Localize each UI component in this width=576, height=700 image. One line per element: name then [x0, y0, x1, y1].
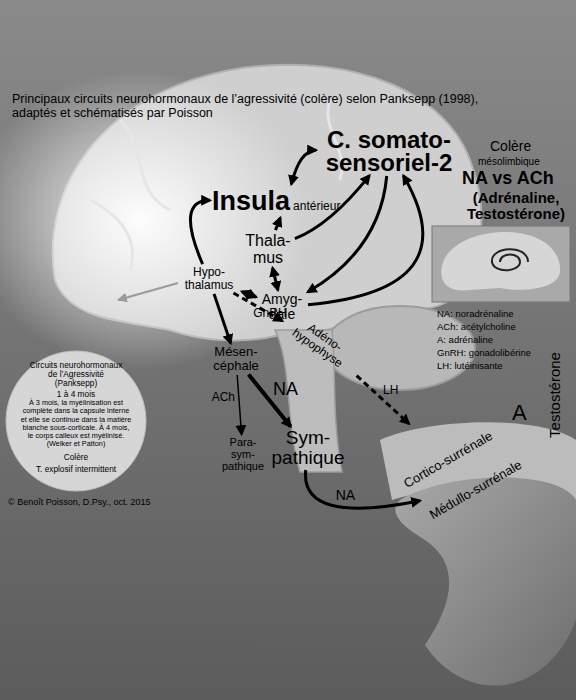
node-text: Mésen-céphale [205, 345, 267, 373]
connector-arrow [291, 150, 316, 184]
nerve-system-label: Para-sym-pathique [220, 436, 266, 472]
node-text: Colère [19, 452, 133, 462]
connector-label: ACh [212, 390, 235, 404]
annotation-text: NA: noradrénaline [437, 308, 514, 319]
node-text: Para-sym-pathique [220, 436, 266, 472]
cortex-label: Insulaantérieur [212, 186, 362, 216]
annotation-text: ACh: acétylcholine [437, 321, 516, 332]
brain-region-label: Hypo-thalamus [178, 266, 240, 292]
info-circle: Circuits neurohormonaux de l’Agressivité… [5, 350, 147, 492]
node-text: Circuits neurohormonaux de l’Agressivité… [19, 361, 133, 388]
inset-spiral [492, 249, 528, 270]
brain-region-label: Thala-mus [243, 232, 293, 266]
circle-shape [6, 351, 146, 491]
connector-arrow [275, 218, 280, 230]
node-text: Sym-pathique [268, 428, 348, 468]
annotation-text: Colère [490, 138, 531, 154]
inset-brain [441, 232, 560, 291]
node-text: C. somato-sensoriel-2 [318, 128, 460, 174]
connector-arrow [214, 294, 231, 343]
connector-label: LH [383, 383, 398, 397]
node-text: À 3 mois, la myélinisation est complète … [19, 399, 133, 449]
connector-arrow [357, 376, 409, 424]
connector-arrow [308, 176, 387, 292]
annotation-text: mésolimbique [478, 156, 540, 167]
annotation-text: Testostérone [546, 345, 564, 445]
connector-arrow [308, 176, 423, 305]
connector-label: NA [273, 378, 298, 399]
node-text: T. explosif intermittent [19, 464, 133, 474]
annotation-text: GnRH: gonadolibérine [437, 347, 531, 358]
node-text: Adéno-hypophyse [284, 312, 358, 375]
inset-thumbnail [432, 226, 570, 302]
cortex-label: C. somato-sensoriel-2 [318, 128, 460, 174]
annotation-text: LH: lutéinisante [437, 360, 502, 371]
kidney-shape [395, 478, 576, 686]
nerve-system-label: Sym-pathique [268, 428, 348, 468]
annotation-text: NA vs ACh [462, 168, 554, 189]
node-text: Insula [212, 186, 290, 216]
gyri-lines [90, 100, 342, 270]
annotation-text: (Adrénaline, Testostérone) [458, 190, 574, 222]
connector-arrow [242, 292, 256, 297]
annotation-text: © Benoît Poisson, D.Psy., oct. 2015 [8, 497, 151, 507]
node-text: Hypo-thalamus [178, 266, 240, 292]
diagram-title: Principaux circuits neurohormonaux de l’… [12, 92, 482, 120]
connector-label: GnRH [253, 306, 286, 320]
connector-arrow [190, 200, 210, 264]
annotation-text: A: adrénaline [437, 334, 493, 345]
connector-arrow [273, 268, 278, 290]
connector-arrow [237, 375, 241, 434]
brain-region-label: Mésen-céphale [205, 345, 267, 373]
node-text: antérieur [293, 199, 340, 213]
gland-label: Adéno-hypophyse [284, 312, 358, 375]
node-text: Thala-mus [243, 232, 293, 266]
node-text: 1 à 4 mois [19, 389, 133, 399]
connector-label: NA [336, 487, 355, 503]
annotation-text: A [512, 400, 527, 426]
leader-arrow [118, 283, 178, 300]
